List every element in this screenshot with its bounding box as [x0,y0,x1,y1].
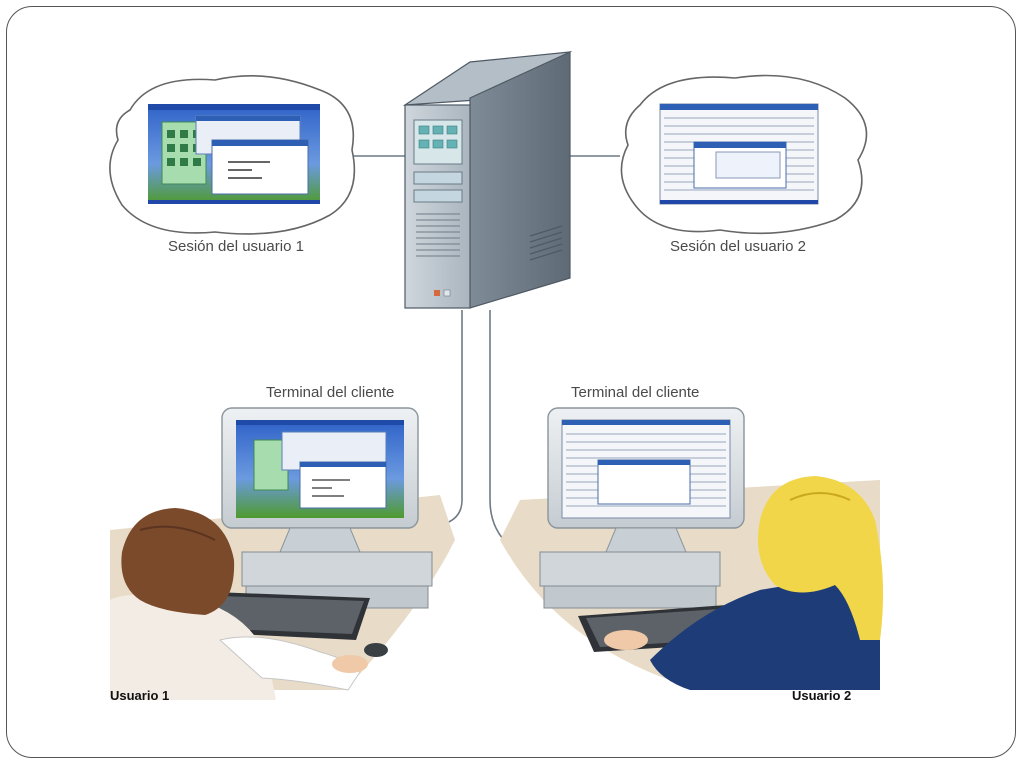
user-2-label: Usuario 2 [792,688,852,703]
user-1-figure [110,508,368,700]
session-cloud-icon [620,74,868,235]
server-tower-icon [402,51,573,309]
user-2-figure [604,476,884,690]
terminal-right-label: Terminal del cliente [571,384,700,401]
session-user-2-label: Sesión del usuario 2 [670,238,806,255]
session-user-1-label: Sesión del usuario 1 [168,238,304,255]
session-cloud-icon [109,74,356,235]
terminal-left-label: Terminal del cliente [266,384,395,401]
user-1-label: Usuario 1 [110,688,170,703]
